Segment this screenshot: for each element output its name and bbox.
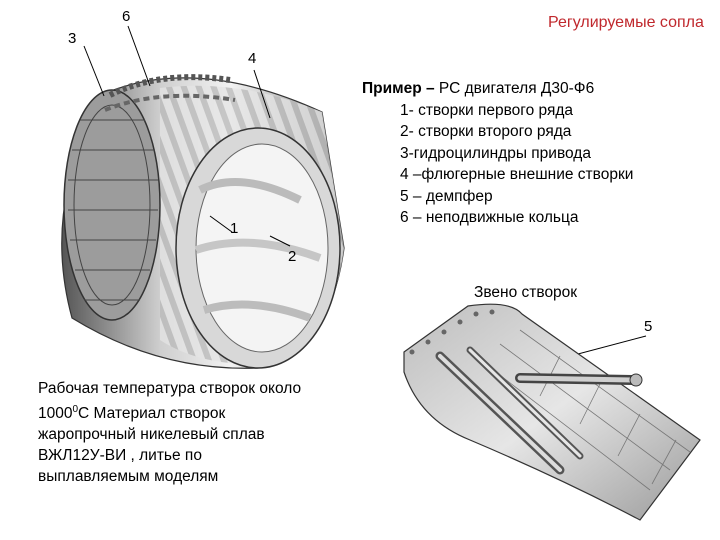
callout-4: 4 [248,50,257,67]
nozzle-assembly-image [61,74,345,369]
callout-3: 3 [68,30,77,47]
legend-item: 1- створки первого ряда [400,101,574,119]
example-heading-rest: РС двигателя Д30-Ф6 [434,80,595,97]
note-line-3: жаропрочный никелевый сплав [38,426,265,444]
flap-link-label: Звено створок [474,284,578,301]
callout-1: 1 [230,220,239,237]
note-temp-value: 1000 [38,405,73,423]
legend-item: 2- створки второго ряда [400,123,572,140]
note-line-4: ВЖЛ12У-ВИ , литье по [38,447,202,465]
callout-6: 6 [122,8,131,25]
note-degree: 0 [72,404,79,415]
material-note: Рабочая температура створок около 10000С… [38,378,358,487]
note-line-2: 10000С Материал створок [38,399,358,424]
callout-5: 5 [644,318,653,335]
callout-2: 2 [288,248,297,265]
flap-link-image [403,303,701,521]
note-line-5: выплавляемым моделям [38,468,219,486]
example-items: 1- створки первого ряда 2- створки второ… [362,100,633,229]
note-line-2-rest: С Материал створок [78,405,226,423]
note-line-1: Рабочая температура створок около [38,380,302,397]
example-heading-bold: Пример – [362,80,435,97]
legend-item: 5 – демпфер [400,187,493,205]
legend-item: 4 –флюгерные внешние створки [400,166,634,183]
slide-title: Регулируемые сопла [548,14,704,31]
legend-item: 6 – неподвижные кольца [400,209,579,226]
legend-item: 3-гидроцилиндры привода [400,144,591,162]
example-legend: Пример – РС двигателя Д30-Ф6 1- створки … [362,78,633,229]
example-heading: Пример – РС двигателя Д30-Ф6 [362,78,633,100]
